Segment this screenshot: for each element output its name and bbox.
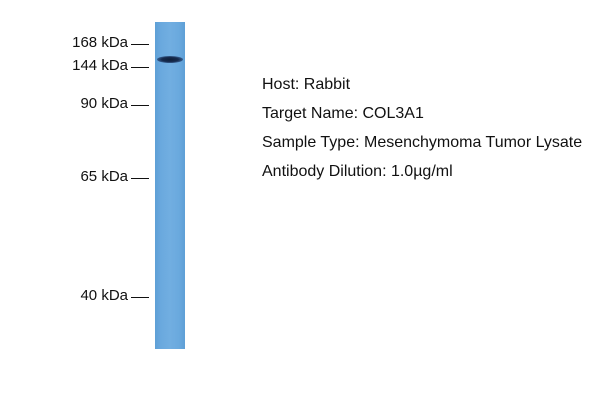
marker-tick [131, 297, 149, 298]
marker-label: 40 kDa [80, 287, 128, 304]
marker-tick [131, 44, 149, 45]
marker-label: 65 kDa [80, 168, 128, 185]
sample-info: Host: Rabbit Target Name: COL3A1 Sample … [262, 70, 582, 186]
marker-144: 144 kDa [72, 57, 149, 75]
marker-label: 90 kDa [80, 95, 128, 112]
sample-type-text: Sample Type: Mesenchymoma Tumor Lysate [262, 134, 583, 151]
marker-label: 168 kDa [72, 34, 128, 51]
marker-40: 40 kDa [80, 287, 149, 305]
antibody-dilution-text: Antibody Dilution: 1.0µg/ml [262, 163, 453, 180]
host-text: Host: Rabbit [262, 76, 351, 93]
marker-label: 144 kDa [72, 57, 128, 74]
protein-band [157, 56, 183, 63]
marker-168: 168 kDa [72, 34, 149, 52]
marker-90: 90 kDa [80, 95, 149, 113]
marker-65: 65 kDa [80, 168, 149, 186]
blot-lane [155, 22, 185, 349]
marker-tick [131, 178, 149, 179]
marker-tick [131, 105, 149, 106]
target-name-text: Target Name: COL3A1 [262, 105, 424, 122]
marker-tick [131, 67, 149, 68]
